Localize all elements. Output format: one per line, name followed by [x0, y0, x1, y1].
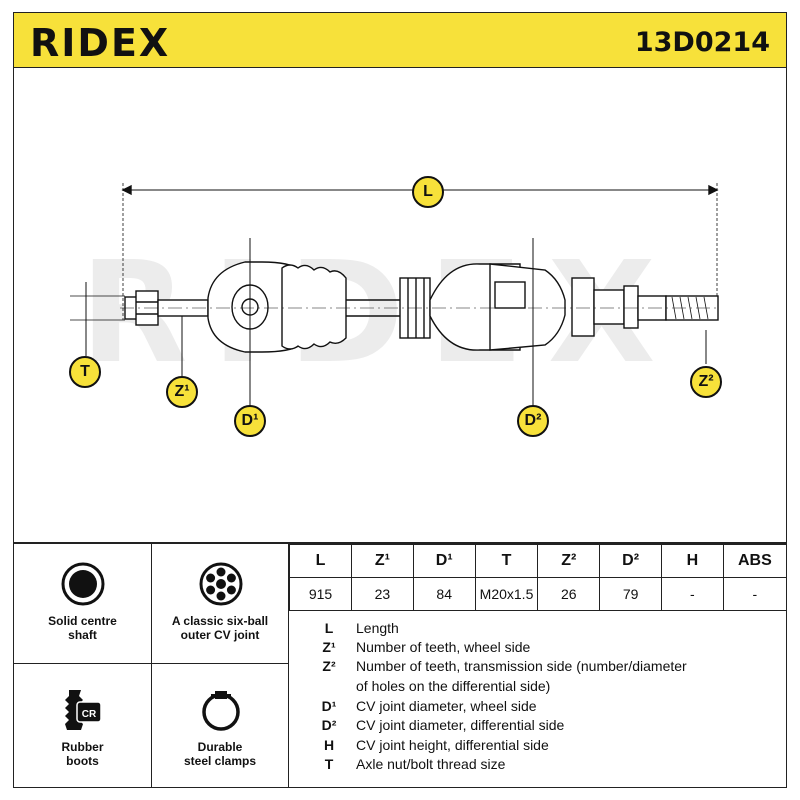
legend-key: D² [321, 717, 337, 733]
spec-header: Z¹ [351, 544, 414, 578]
label-D1-badge: D¹ [234, 405, 266, 437]
legend-desc: CV joint diameter, differential side [356, 717, 565, 733]
label-D2-badge: D² [517, 405, 549, 437]
feature-label-line2: outer CV joint [180, 628, 260, 642]
feature-label-line1: A classic six-ball [171, 614, 269, 628]
legend-desc: Length [356, 620, 399, 636]
spec-value: 84 [412, 577, 476, 611]
specs-panel: Solid centre shaft A classic six-ball ou… [13, 543, 787, 788]
spec-header: T [474, 544, 539, 578]
spec-header: Z² [537, 544, 601, 578]
legend-key: H [323, 737, 335, 753]
spec-value: - [661, 577, 724, 611]
specs-table: L Z¹ D¹ T Z² D² H ABS 915 23 84 M20x1.5 … [289, 544, 786, 611]
rubber-boot-icon-text: CR [82, 709, 97, 720]
spec-header: D² [599, 544, 663, 578]
legend-desc: CV joint diameter, wheel side [356, 698, 537, 714]
diagram-panel [13, 68, 787, 543]
feature-label-line1: Solid centre [48, 614, 117, 628]
feature-label-line1: Durable [197, 740, 243, 754]
spec-value: 26 [537, 577, 601, 611]
label-Z1-badge: Z¹ [166, 376, 198, 408]
label-L-badge: L [412, 176, 444, 208]
label-Z2-badge: Z² [690, 366, 722, 398]
spec-value: 915 [289, 577, 352, 611]
header-bar: RIDEX 13D0214 [13, 12, 787, 68]
feature-six-ball-joint: A classic six-ball outer CV joint [152, 544, 289, 664]
legend-item: H CV joint height, differential side [289, 737, 788, 757]
legend-desc: of holes on the differential side) [356, 678, 551, 694]
legend-item: of holes on the differential side) [289, 678, 788, 698]
feature-steel-clamps: Durable steel clamps [152, 664, 289, 787]
legend-desc: Axle nut/bolt thread size [356, 756, 506, 772]
spec-header: D¹ [412, 544, 476, 578]
spec-value: 79 [599, 577, 663, 611]
spec-value: M20x1.5 [474, 577, 539, 611]
solid-shaft-icon [61, 562, 105, 606]
six-ball-joint-icon [199, 562, 243, 606]
legend-item: D² CV joint diameter, differential side [289, 717, 788, 737]
feature-label-line2: steel clamps [183, 754, 257, 768]
brand-logo: RIDEX [30, 21, 171, 65]
feature-label-line2: boots [66, 754, 99, 768]
legend-item: D¹ CV joint diameter, wheel side [289, 698, 788, 718]
specs-value-row: 915 23 84 M20x1.5 26 79 - - [289, 577, 786, 611]
legend-item: Z² Number of teeth, transmission side (n… [289, 658, 788, 678]
label-T-badge: T [69, 356, 101, 388]
rubber-boot-icon: CR [65, 690, 102, 730]
feature-label-line2: shaft [68, 628, 97, 642]
spec-header: H [661, 544, 724, 578]
legend-desc: Number of teeth, wheel side [356, 639, 531, 655]
legend-key: D¹ [321, 698, 337, 714]
steel-clamp-icon [202, 691, 240, 731]
feature-label-line1: Rubber [61, 740, 104, 754]
legend-key: T [324, 756, 334, 772]
feature-solid-shaft: Solid centre shaft [14, 544, 152, 664]
feature-rubber-boots: CR Rubber boots [14, 664, 152, 787]
legend-desc: Number of teeth, transmission side (numb… [356, 658, 687, 674]
spec-value: - [722, 577, 786, 611]
spec-header: L [289, 544, 352, 578]
legend-key: L [324, 620, 334, 636]
legend-desc: CV joint height, differential side [356, 737, 549, 753]
part-number: 13D0214 [634, 27, 770, 58]
spec-value: 23 [351, 577, 414, 611]
spec-header: ABS [722, 544, 786, 578]
legend-item: T Axle nut/bolt thread size [289, 756, 788, 776]
specs-header-row: L Z¹ D¹ T Z² D² H ABS [289, 544, 786, 578]
legend-key: Z² [322, 658, 336, 674]
legend-item: L Length [289, 620, 788, 640]
drive-shaft-drawing [70, 183, 720, 406]
legend-key: Z¹ [322, 639, 336, 655]
legend-item: Z¹ Number of teeth, wheel side [289, 639, 788, 659]
